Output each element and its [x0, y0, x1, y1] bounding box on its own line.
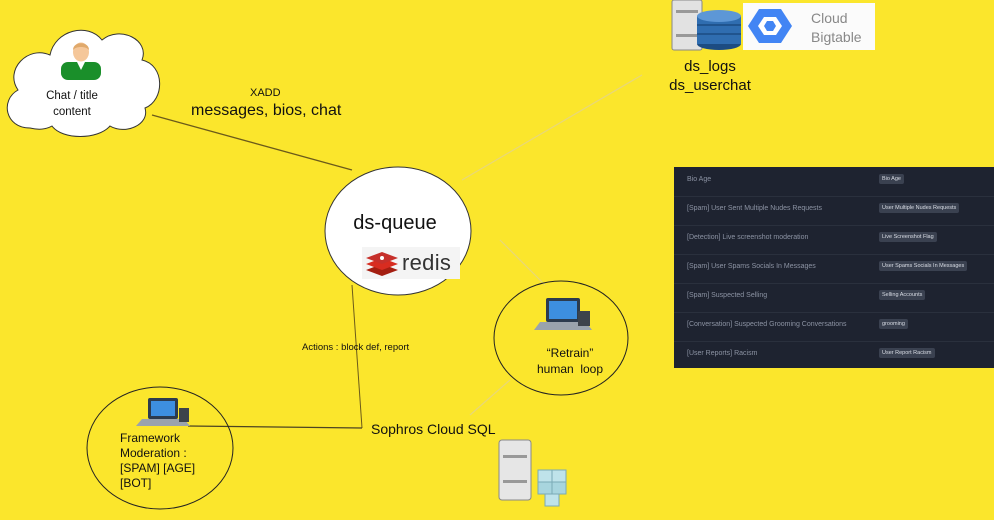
framework-label: Framework Moderation : [SPAM] [AGE] [BOT… — [120, 431, 195, 491]
rule-label: [Spam] User Sent Multiple Nudes Requests — [687, 205, 823, 212]
rule-label: Bio Age — [687, 176, 712, 183]
rule-tag: Selling Accounts — [879, 290, 926, 300]
framework-label-line3: [SPAM] [AGE] — [120, 461, 196, 475]
rule-label: [Detection] Live screenshot moderation — [687, 234, 809, 241]
edge-framework-sql — [187, 425, 363, 429]
table-row[interactable]: [Conversation] Suspected Grooming Conver… — [674, 312, 994, 342]
table-row[interactable]: [Detection] Live screenshot moderation L… — [674, 225, 994, 255]
rule-tag: User Multiple Nudes Requests — [879, 203, 960, 213]
rule-label: [User Reports] Racism — [687, 350, 758, 357]
table-row[interactable]: [User Reports] Racism User Report Racism — [674, 341, 994, 370]
framework-label-line1: Framework — [120, 431, 181, 445]
xadd-payload-label: messages, bios, chat — [191, 102, 342, 119]
retrain-label: “Retrain” human loop — [520, 345, 620, 377]
bigtable-label: Cloud Bigtable — [811, 9, 862, 47]
retrain-label-line1: “Retrain” — [546, 346, 594, 360]
bigtable-card — [743, 3, 875, 50]
ds-queue-title: ds-queue — [353, 212, 437, 234]
table-row[interactable]: [Spam] User Sent Multiple Nudes Requests… — [674, 196, 994, 226]
bigtable-label-line1: Cloud — [811, 10, 848, 26]
storage-label: ds_logs ds_userchat — [660, 57, 760, 95]
framework-node — [86, 386, 234, 510]
server-database-icon — [498, 439, 567, 507]
rule-tag: Bio Age — [879, 174, 904, 184]
table-row[interactable]: Bio Age Bio Age — [674, 167, 994, 197]
rule-label: [Conversation] Suspected Grooming Conver… — [687, 321, 847, 328]
edge-queue-storage — [461, 74, 643, 181]
database-server-icon — [671, 0, 741, 51]
table-row[interactable]: [Spam] User Spams Socials In Messages Us… — [674, 254, 994, 284]
xadd-label: XADD — [250, 87, 281, 99]
storage-label-line1: ds_logs — [684, 58, 736, 75]
edge-cloud-queue — [151, 114, 353, 171]
chat-cloud-label-line1: Chat / title — [46, 90, 98, 102]
rule-tag: User Report Racism — [879, 348, 935, 358]
actions-label: Actions : block def, report — [302, 342, 410, 353]
retrain-node — [493, 280, 629, 396]
framework-laptop-icon — [136, 398, 190, 426]
framework-label-line2: Moderation : — [120, 446, 187, 460]
retrain-laptop-icon — [534, 298, 592, 330]
table-row[interactable]: [Spam] Suspected Selling Selling Account… — [674, 283, 994, 313]
retrain-label-line2: human loop — [536, 362, 604, 376]
framework-label-line4: [BOT] — [120, 476, 152, 490]
edge-queue-sql — [351, 284, 363, 429]
edge-queue-retrain — [499, 239, 546, 286]
storage-label-line2: ds_userchat — [669, 77, 751, 94]
chat-cloud-node — [6, 29, 161, 137]
rule-label: [Spam] User Spams Socials In Messages — [687, 263, 816, 270]
chat-cloud-label: Chat / title content — [22, 88, 122, 120]
bigtable-label-line2: Bigtable — [811, 29, 862, 45]
rule-label: [Spam] Suspected Selling — [687, 292, 768, 299]
redis-logo-text: redis — [402, 250, 452, 275]
rule-tag: Live Screenshot Flag — [879, 232, 937, 242]
edge-retrain-sql — [469, 379, 511, 416]
bigtable-hexagon-icon — [748, 9, 792, 43]
redis-icon — [366, 252, 398, 276]
user-icon — [61, 42, 101, 80]
rule-tag: grooming — [879, 319, 908, 329]
chat-cloud-label-line2: content — [53, 106, 91, 118]
moderation-rules-table: Bio Age Bio Age [Spam] User Sent Multipl… — [674, 167, 994, 368]
rule-tag: User Spams Socials In Messages — [879, 261, 968, 271]
cloud-sql-label: Sophros Cloud SQL — [371, 421, 496, 437]
